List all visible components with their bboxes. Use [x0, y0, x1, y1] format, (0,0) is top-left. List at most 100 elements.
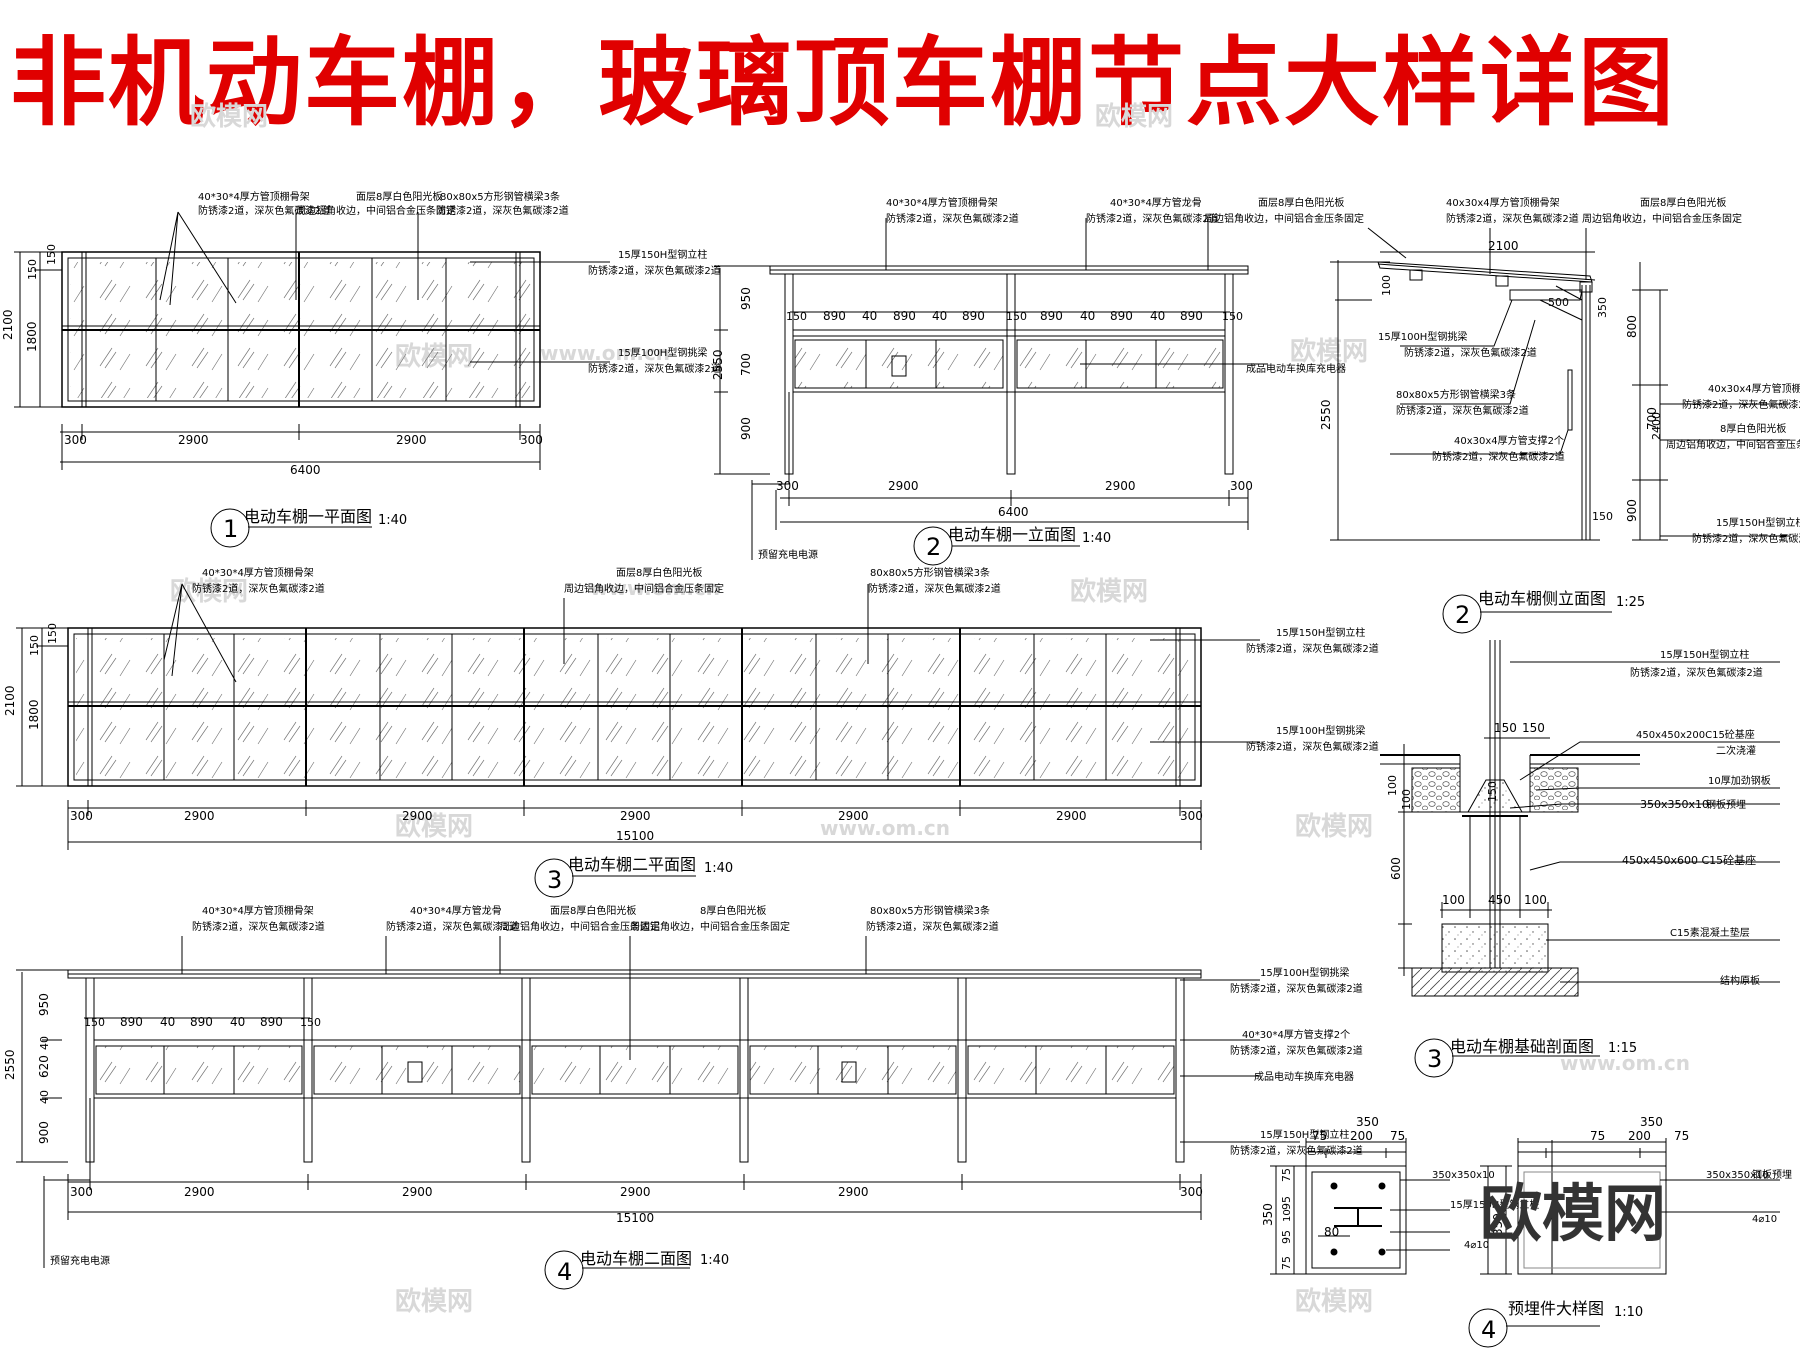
- note: 防锈漆2道，深灰色氟碳漆2道: [1692, 532, 1800, 545]
- dim: 2100: [1, 309, 15, 340]
- dim: 2100: [3, 685, 17, 716]
- note: 8厚白色阳光板: [1720, 422, 1786, 435]
- watermark: 欧模网: [1295, 1286, 1373, 1317]
- dim: 150: [786, 310, 807, 323]
- dim: 300: [776, 479, 799, 493]
- note: 10厚加劲钢板: [1708, 774, 1771, 787]
- dim: 2900: [838, 1185, 869, 1199]
- dim: 100: [1380, 275, 1393, 296]
- dim: 350: [1491, 1213, 1505, 1236]
- dim: 150: [1592, 510, 1613, 523]
- watermark: 欧模网: [395, 1286, 473, 1317]
- dim: 300: [64, 433, 87, 447]
- note: C15素混凝土垫层: [1670, 926, 1750, 939]
- dim: 2900: [396, 433, 427, 447]
- note: 周边铝角收边，中间铝合金压条固定: [564, 582, 724, 595]
- dim: 890: [260, 1015, 283, 1029]
- watermark-site: www.om.cn: [590, 576, 720, 600]
- dim: 2900: [184, 809, 215, 823]
- view-name: 电动车棚一平面图: [244, 507, 372, 526]
- dim: 40: [160, 1015, 175, 1029]
- watermark: 欧模网: [1095, 101, 1173, 132]
- dim: 200: [1350, 1129, 1373, 1143]
- watermark-site: www.om.cn: [540, 341, 670, 365]
- plan-view-2-text: 300 2900 2900 2900 2900 2900 300 15100 2…: [3, 566, 1379, 894]
- dim: 75: [1280, 1168, 1293, 1182]
- dim: 150: [1522, 721, 1545, 735]
- note: 15厚150H型钢立柱: [1260, 1128, 1349, 1141]
- note: 成品电动车换库充电器: [1246, 362, 1346, 375]
- dim: 2900: [1056, 809, 1087, 823]
- note: 15厚150H型钢立柱: [1716, 516, 1800, 529]
- dim: 2900: [620, 1185, 651, 1199]
- dim: 600: [1389, 857, 1403, 880]
- dim: 2400: [1650, 412, 1663, 440]
- note: 防锈漆2道，深灰色氟碳漆2道: [436, 204, 569, 217]
- note: 80x80x5方形钢管横梁3条: [870, 904, 990, 917]
- dim: 300: [1180, 809, 1203, 823]
- dim: 300: [520, 433, 543, 447]
- note: 80x80x5方形钢管横梁3条: [870, 566, 990, 579]
- dim: 75: [1312, 1129, 1327, 1143]
- dim: 500: [1548, 296, 1569, 309]
- embedded-part-detail: [1270, 1138, 1780, 1348]
- note: 面层8厚白色阳光板: [550, 904, 636, 917]
- view-scale: 1:40: [700, 1253, 729, 1268]
- dim: 900: [1625, 499, 1639, 522]
- dim: 2900: [888, 479, 919, 493]
- dim: 150: [26, 259, 39, 280]
- view-scale: 1:10: [1614, 1305, 1643, 1320]
- dim: 700: [739, 353, 753, 376]
- note: 面层8厚白色阳光板: [356, 190, 442, 203]
- note: 8厚白色阳光板: [700, 904, 766, 917]
- dim: 100: [1442, 893, 1465, 907]
- view-name: 电动车棚二面图: [580, 1249, 692, 1268]
- note: 防锈漆2道，深灰色氟碳漆2道: [868, 582, 1001, 595]
- dim: 2900: [402, 809, 433, 823]
- foundation-section-view: [1380, 640, 1780, 1078]
- note: 面层8厚白色阳光板: [616, 566, 702, 579]
- note: 防锈漆2道，深灰色氟碳漆2道: [1230, 1144, 1363, 1157]
- dim: 350: [1596, 297, 1609, 318]
- dim: 620: [37, 1055, 51, 1078]
- dim: 450: [1488, 893, 1511, 907]
- dim: 2900: [402, 1185, 433, 1199]
- dim: 890: [893, 309, 916, 323]
- note: 防锈漆2道，深灰色氟碳漆2道: [1246, 642, 1379, 655]
- note: 350x350x10: [1706, 1170, 1769, 1181]
- dim: 350: [1356, 1115, 1379, 1129]
- note: 40x30x4厚方管支撑2个: [1454, 434, 1564, 447]
- elevation-view-2: [16, 936, 1300, 1290]
- dim: 2900: [1105, 479, 1136, 493]
- dim: 95: [1280, 1230, 1293, 1244]
- plan-view-1: [14, 211, 610, 548]
- watermark: 欧模网: [170, 576, 248, 607]
- dim: 150: [45, 244, 58, 265]
- note: 防锈漆2道，深灰色氟碳漆2道: [1396, 404, 1529, 417]
- note: 防锈漆2道，深灰色氟碳漆2道: [1682, 398, 1800, 411]
- dim: 15100: [616, 1211, 654, 1225]
- dim: 2550: [711, 349, 725, 380]
- dim: 15100: [616, 829, 654, 843]
- view-scale: 1:40: [704, 861, 733, 876]
- note: 防锈漆2道，深灰色氟碳漆2道: [588, 362, 721, 375]
- note: 40*30*4厚方管顶棚骨架: [886, 196, 998, 209]
- dim: 40: [862, 309, 877, 323]
- watermark: 欧模网: [395, 811, 473, 842]
- dim: 75: [1674, 1129, 1689, 1143]
- dim: 75: [1390, 1129, 1405, 1143]
- view-name: 预埋件大样图: [1508, 1299, 1604, 1318]
- view-scale: 1:40: [1082, 531, 1111, 546]
- view-number: 1: [223, 515, 238, 543]
- elevation-view-2-text: 150 890 40 890 40 890 150 300 2900 2900 …: [3, 904, 1363, 1286]
- dim: 40: [1150, 309, 1165, 323]
- dim: 890: [1110, 309, 1133, 323]
- note: 防锈漆2道，深灰色氟碳漆2道: [588, 264, 721, 277]
- dim: 890: [1180, 309, 1203, 323]
- note: 面层8厚白色阳光板: [1258, 196, 1344, 209]
- view-name: 电动车棚侧立面图: [1478, 589, 1606, 608]
- note: 40*30*4厚方管顶棚骨架: [202, 904, 314, 917]
- view-number: 3: [1427, 1045, 1442, 1073]
- note: 350x350x10: [1432, 1170, 1495, 1181]
- note: 450x450x200C15砼基座: [1636, 728, 1755, 741]
